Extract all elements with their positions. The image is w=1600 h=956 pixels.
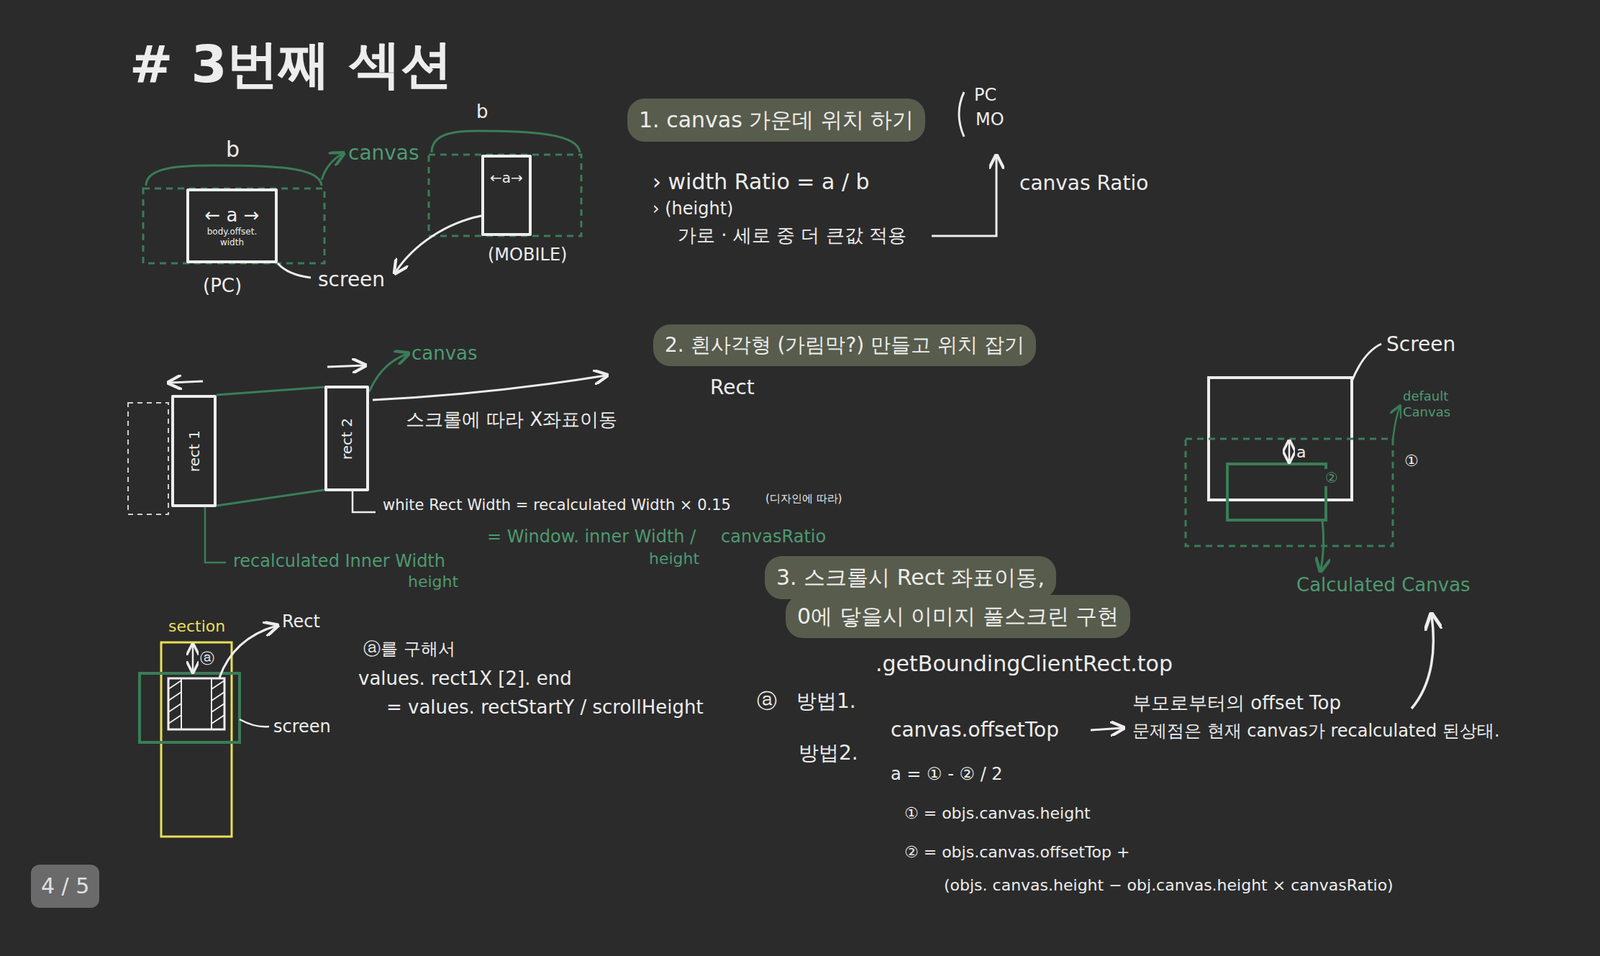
page-indicator: 4 / 5 xyxy=(30,864,100,908)
screen-label: Screen xyxy=(1384,332,1457,357)
highlight-band: 0에 닿을시 이미지 풀스크린 구현 xyxy=(785,594,1131,639)
rect-outline xyxy=(168,678,225,730)
move-arrow xyxy=(169,381,203,383)
leader-arrow xyxy=(1320,520,1324,570)
device-label: (PC) xyxy=(201,274,244,298)
note-text: ⓐ를 구해서 xyxy=(361,638,457,660)
note-text: › width Ratio = a / b xyxy=(651,169,872,195)
highlight-band: 1. canvas 가운데 위치 하기 xyxy=(627,98,926,142)
highlight-band: 3. 스크롤시 Rect 좌표이동, xyxy=(764,556,1057,600)
rect-box: rect 2 xyxy=(324,385,370,492)
node-text: 1. canvas 가운데 위치 하기 xyxy=(638,107,914,134)
gap-arrow xyxy=(1288,441,1291,462)
code-text: .getBoundingClientRect.top xyxy=(874,651,1175,677)
rect-box: rect 1 xyxy=(171,394,217,508)
node-text: rect 1 xyxy=(185,430,203,472)
callout-letter: ⓐ xyxy=(198,649,216,667)
width-brace xyxy=(431,130,580,153)
note-text: 부모로부터의 offset Top xyxy=(1130,692,1343,715)
node-text: ← a → xyxy=(204,204,259,227)
formula-text: (objs. canvas.height − obj.canvas.height… xyxy=(942,876,1395,895)
device-label: MO xyxy=(974,109,1006,131)
canvas-outline xyxy=(428,154,582,236)
formula-text: ① = objs.canvas.height xyxy=(902,804,1093,824)
note-text: 문제점은 현재 canvas가 recalculated 된상태. xyxy=(1130,720,1502,742)
leader-line xyxy=(352,491,376,513)
device-label: (MOBILE) xyxy=(486,244,569,266)
note-text: › (height) xyxy=(651,198,735,220)
page-title: # 3번째 섹션 xyxy=(129,33,453,95)
leader-arrow xyxy=(321,153,343,180)
arrow xyxy=(1090,728,1123,731)
leader-arrow xyxy=(395,215,482,272)
formula-text: = values. rectStartY / scrollHeight xyxy=(384,696,706,719)
section-label: section xyxy=(166,617,227,636)
formula-text: values. rect1X [2]. end xyxy=(356,667,574,690)
leader-arrow xyxy=(1411,615,1434,709)
screen-label: screen xyxy=(316,267,387,293)
canvas-label: canvas xyxy=(410,342,480,365)
canvas-label: default Canvas xyxy=(1401,388,1465,420)
previous-position xyxy=(128,402,169,515)
note-text: 방법1. xyxy=(794,689,858,714)
node-text: ←a→ xyxy=(489,169,524,187)
note-text: (디자인에 따라) xyxy=(764,492,844,506)
formula-text: white Rect Width = recalculated Width × … xyxy=(381,496,733,515)
leader-line xyxy=(1351,343,1382,382)
screen-box: ← a →body.offset. width xyxy=(186,188,278,264)
formula-text: height xyxy=(406,572,460,592)
formula-text: height xyxy=(647,549,701,569)
calculated-canvas xyxy=(1227,464,1326,521)
canvas-label: canvas xyxy=(346,141,421,166)
hatch xyxy=(168,678,225,730)
highlight-band: 2. 흰사각형 (가림막?) 만들고 위치 잡기 xyxy=(653,324,1036,367)
note-text: 방법2. xyxy=(797,741,860,766)
node-text: 0에 닿을시 이미지 풀스크린 구현 xyxy=(797,603,1119,630)
code-text: canvas.offsetTop xyxy=(889,717,1061,743)
gap-arrow xyxy=(192,645,195,672)
node-text: body.offset. width xyxy=(203,226,262,248)
formula-text: a = ① - ② / 2 xyxy=(889,764,1005,785)
leader-arrow xyxy=(372,375,606,400)
formula-text: ② = objs.canvas.offsetTop + xyxy=(902,843,1131,862)
device-label: PC xyxy=(972,84,998,106)
leader-line xyxy=(277,263,311,278)
parenthesis xyxy=(958,92,965,137)
note-text: canvas Ratio xyxy=(1017,171,1150,196)
node-text: 4 / 5 xyxy=(41,873,90,900)
leader-arrow xyxy=(369,353,408,393)
node-text: rect 2 xyxy=(338,417,356,459)
callout-number: ② xyxy=(1323,469,1340,487)
leader-arrow xyxy=(931,156,997,236)
formula-text: = Window. inner Width / xyxy=(485,526,698,548)
callout-letter: ⓐ xyxy=(755,689,779,714)
formula-text: canvasRatio xyxy=(719,526,828,548)
callout-number: ① xyxy=(1402,451,1421,471)
move-arrow xyxy=(327,365,365,367)
leader-line xyxy=(205,507,226,563)
note-text: 가로 · 세로 중 더 큰값 적용 xyxy=(676,224,908,247)
rect-label: Rect xyxy=(280,611,322,633)
dimension-label: a xyxy=(1294,443,1308,462)
node-text: 2. 흰사각형 (가림막?) 만들고 위치 잡기 xyxy=(664,333,1025,358)
canvas-label: Calculated Canvas xyxy=(1294,574,1472,597)
note-text: 스크롤에 따라 X좌표이동 xyxy=(404,408,619,431)
leader-arrow xyxy=(1392,407,1400,441)
node-text: 3. 스크롤시 Rect 좌표이동, xyxy=(776,564,1045,591)
screen-outline xyxy=(139,673,240,743)
leader-line xyxy=(239,719,270,727)
screen-box: ←a→ xyxy=(481,154,532,236)
note-text: Rect xyxy=(708,375,757,400)
screen-label: screen xyxy=(271,716,333,738)
canvas-outline xyxy=(143,188,325,264)
formula-text: recalculated Inner Width xyxy=(231,551,447,572)
default-canvas xyxy=(1185,438,1393,547)
canvas-outline xyxy=(216,387,325,506)
width-brace xyxy=(146,165,322,186)
dimension-label: b xyxy=(224,136,242,163)
leader-arrow xyxy=(219,625,277,678)
dimension-label: b xyxy=(474,100,490,124)
